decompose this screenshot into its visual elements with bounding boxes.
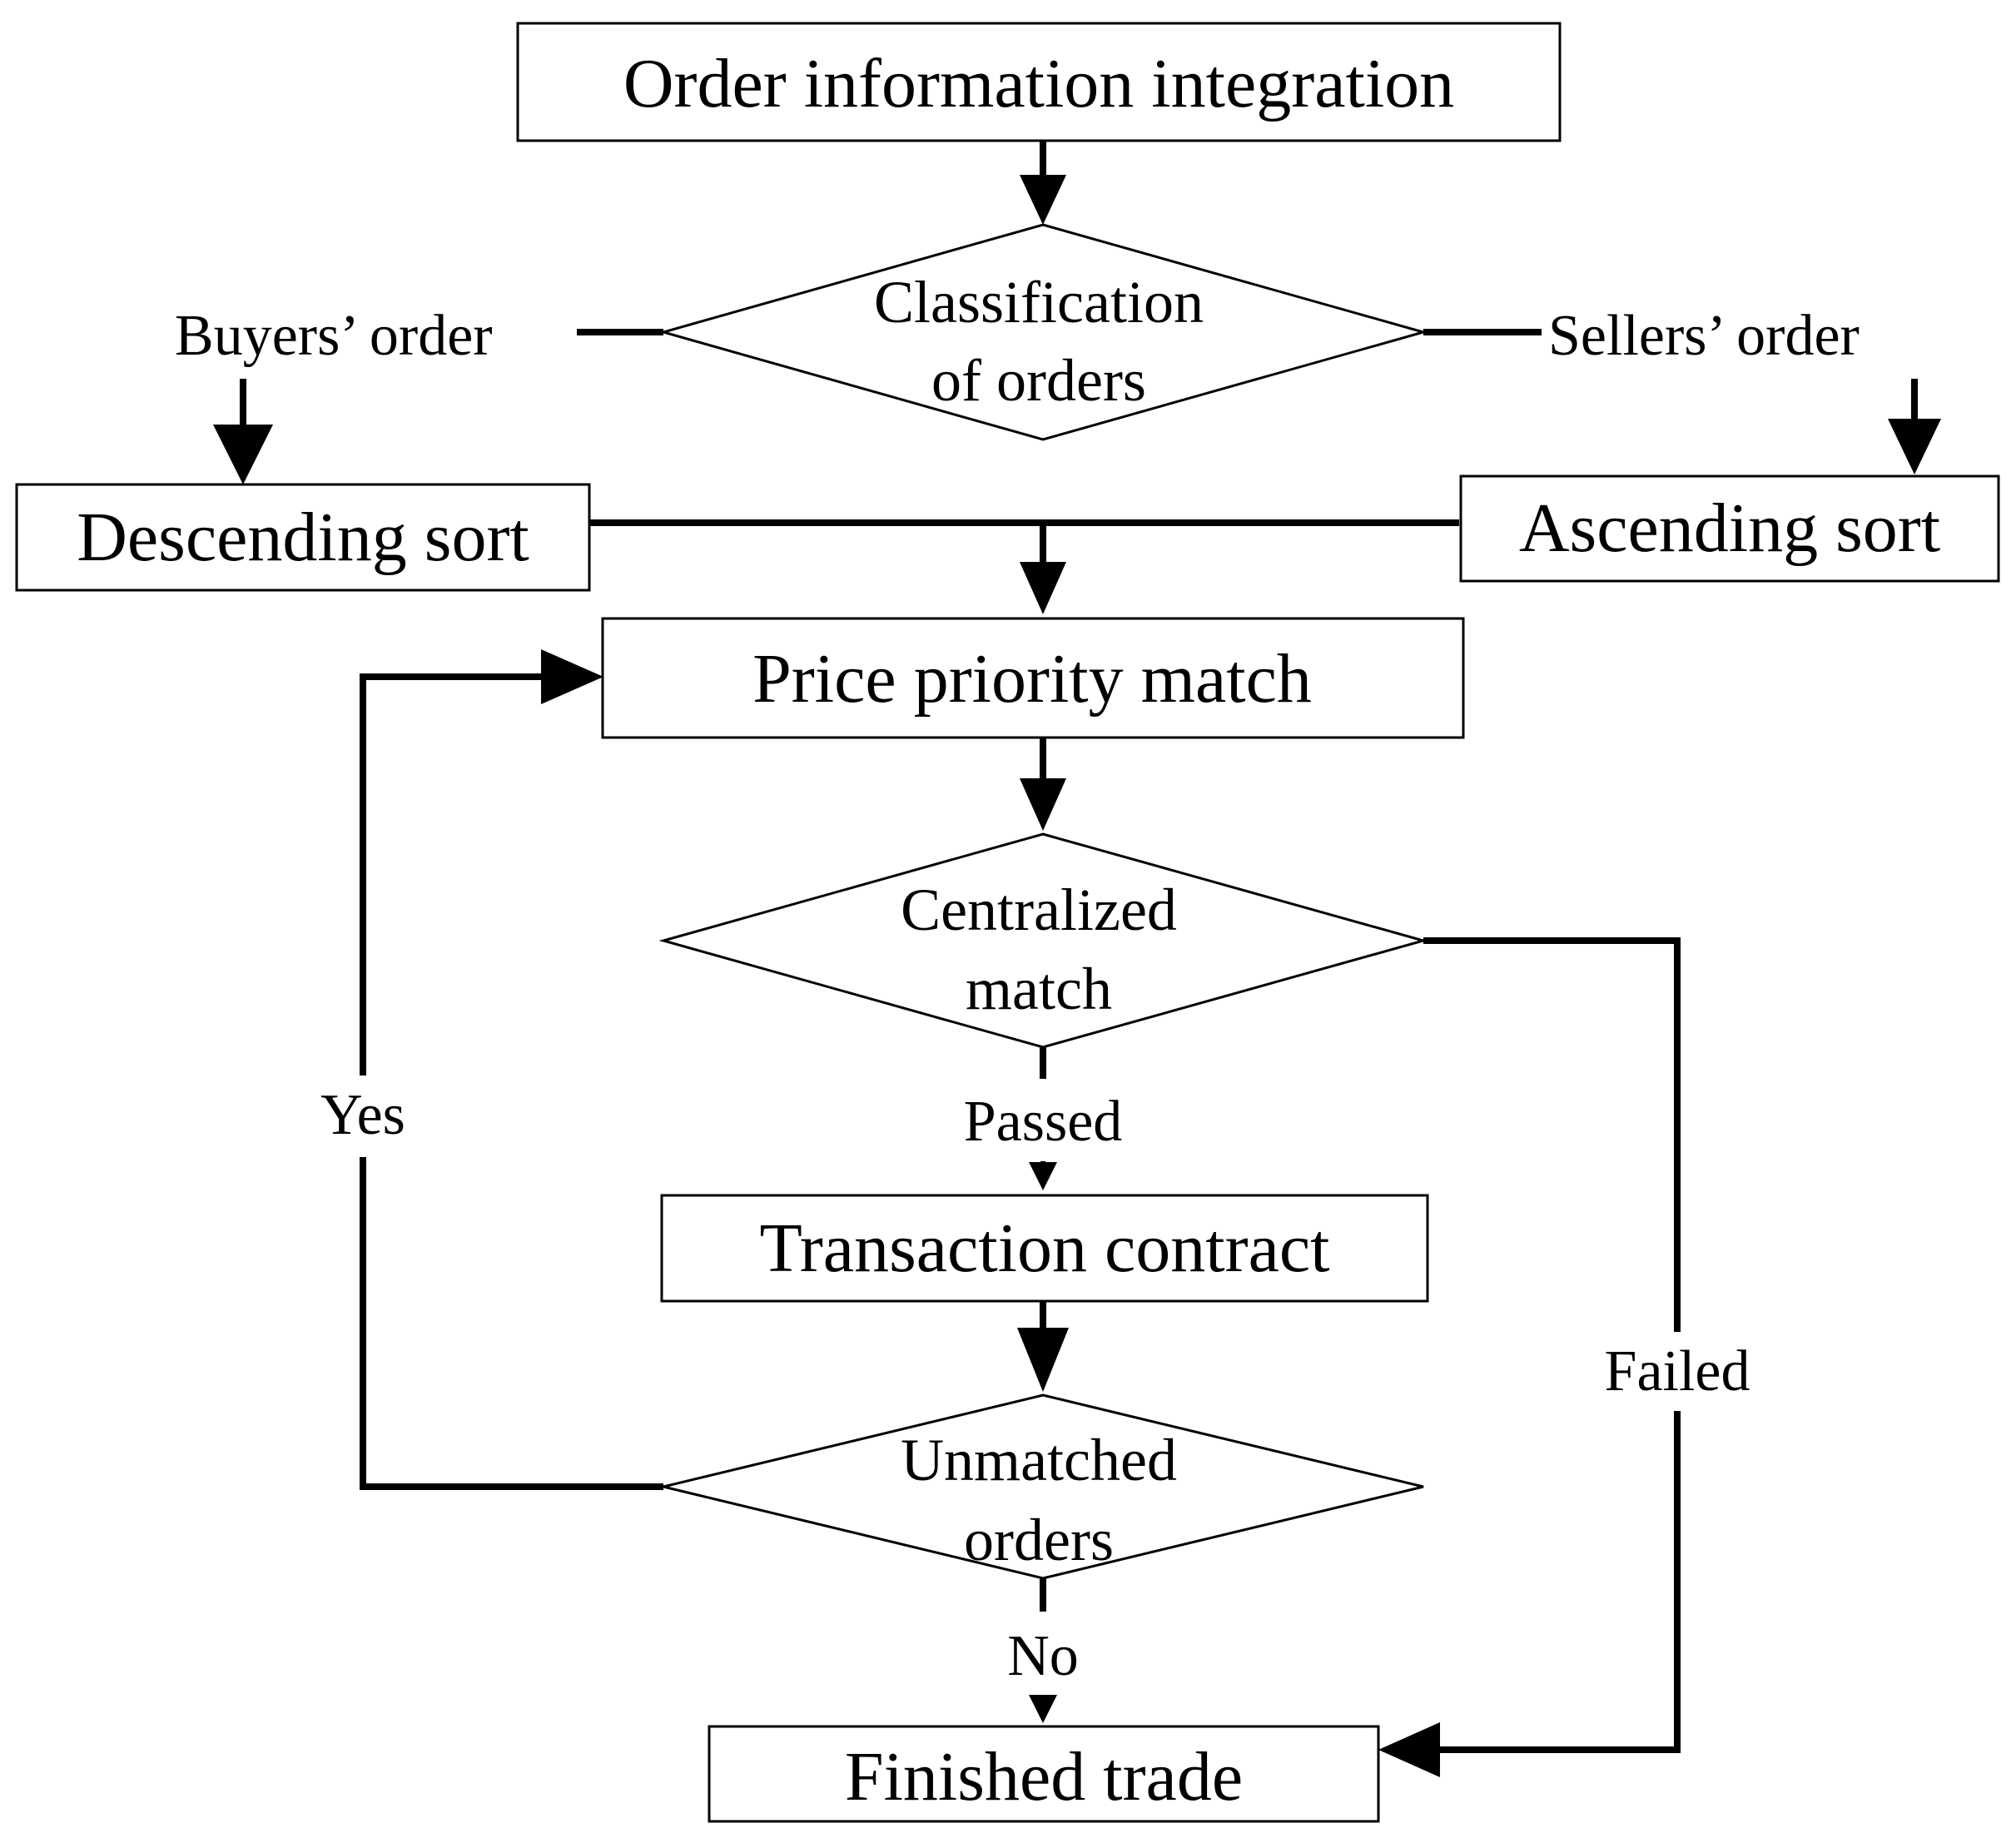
node-ascending-sort-label: Ascending sort [1519, 489, 1940, 567]
node-descending-sort: Descending sort [15, 483, 591, 592]
edge-label-buyers-order: Buyers’ order [175, 304, 493, 368]
arrowhead-down [1020, 778, 1066, 831]
node-unmatched-orders-label-line1: Unmatched [901, 1427, 1177, 1493]
node-order-integration: Order information integration [516, 22, 1562, 142]
node-unmatched-orders-label-line2: orders [964, 1507, 1114, 1573]
arrowhead-down [1020, 175, 1066, 225]
node-price-priority-match-label: Price priority match [752, 640, 1312, 718]
arrowhead-left [1378, 1722, 1440, 1777]
edge-yes-loop-upper [360, 673, 549, 1075]
node-centralized-match-label-line2: match [966, 956, 1112, 1022]
arrowhead-down [1017, 1328, 1069, 1392]
node-transaction-contract: Transaction contract [660, 1194, 1429, 1303]
node-classification-label-line1: Classification [874, 269, 1204, 335]
arrowhead-down-small [1029, 1695, 1057, 1723]
arrowhead-down [1888, 419, 1941, 474]
node-descending-sort-label: Descending sort [77, 499, 529, 576]
node-classification-label-line2: of orders [931, 347, 1146, 414]
edge-label-failed: Failed [1605, 1339, 1750, 1403]
node-unmatched-orders: Unmatched orders [663, 1393, 1424, 1580]
node-classification: Classification of orders [658, 223, 1428, 441]
edge-failed-lower [1432, 1411, 1681, 1753]
edge-label-no: No [1007, 1624, 1079, 1688]
node-order-integration-label: Order information integration [623, 45, 1454, 122]
arrowhead-down [213, 425, 273, 484]
edge-label-passed: Passed [964, 1090, 1123, 1154]
node-centralized-match-label-line1: Centralized [901, 877, 1177, 943]
edge-label-sellers-order: Sellers’ order [1548, 304, 1860, 368]
edge-label-yes: Yes [320, 1083, 405, 1147]
node-finished-trade: Finished trade [708, 1725, 1380, 1823]
arrowhead-down [1020, 562, 1066, 614]
arrowhead-right [541, 649, 603, 704]
arrowhead-down-small [1029, 1162, 1057, 1190]
edge-yes-loop-lower [360, 1157, 663, 1490]
node-transaction-contract-label: Transaction contract [759, 1210, 1329, 1287]
node-ascending-sort: Ascending sort [1459, 474, 2000, 583]
node-finished-trade-label: Finished trade [845, 1738, 1243, 1816]
edge-failed-upper [1423, 937, 1681, 1332]
node-centralized-match: Centralized match [658, 832, 1428, 1049]
node-price-priority-match: Price priority match [601, 617, 1465, 739]
